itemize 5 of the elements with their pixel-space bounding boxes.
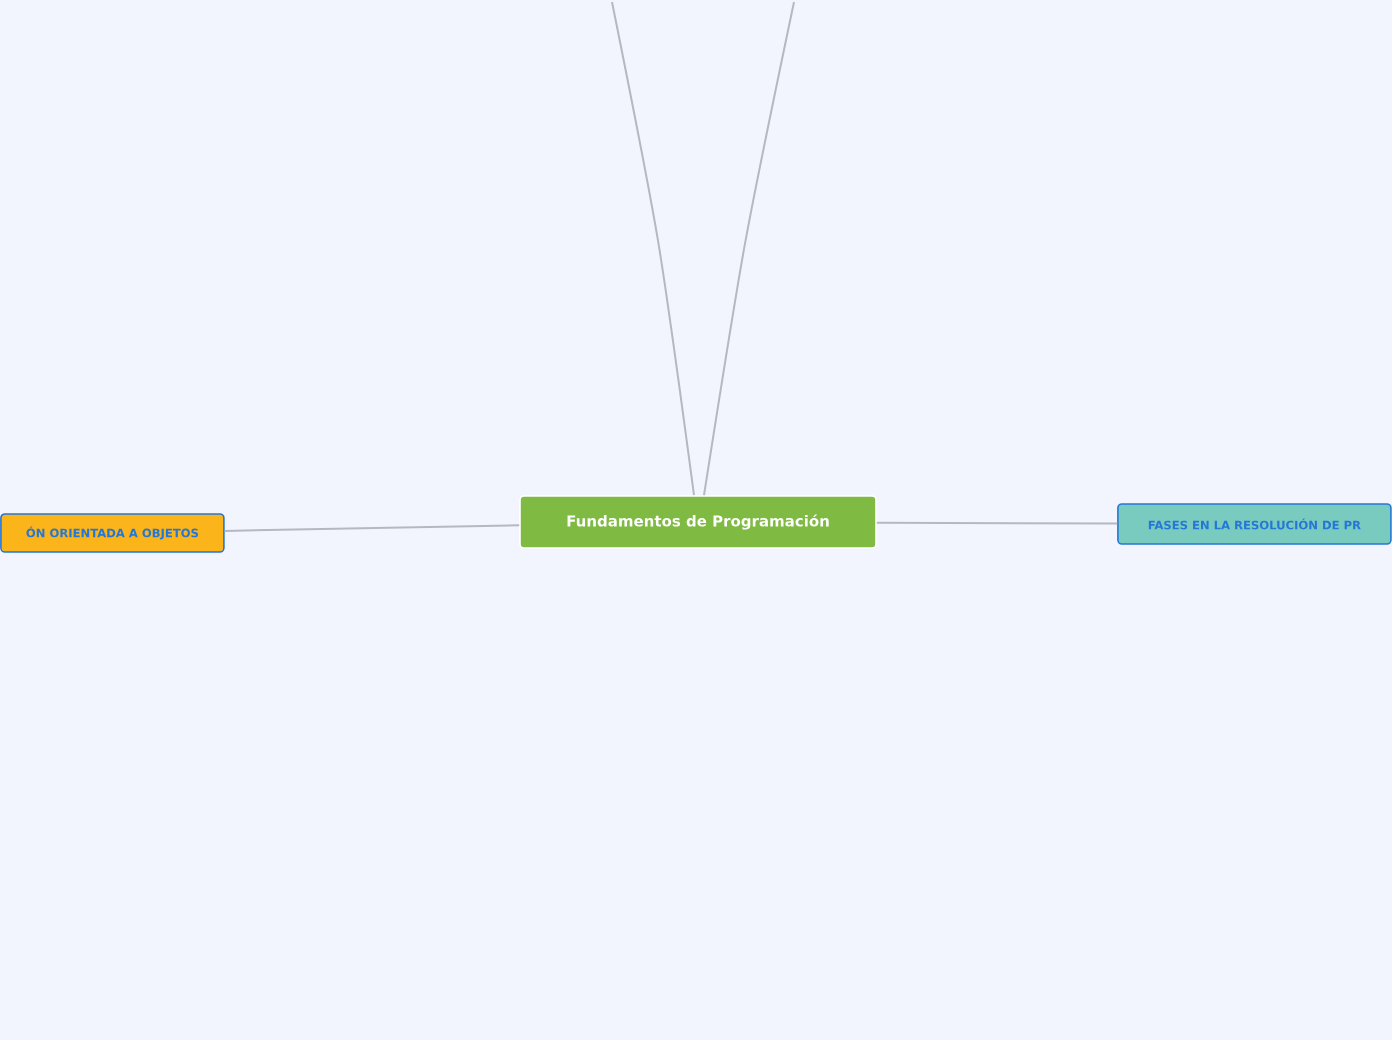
connector-line — [875, 521, 1119, 525]
connector-line — [223, 524, 521, 532]
topic-box — [0, 513, 225, 553]
topic-box — [1117, 503, 1392, 545]
topic-box — [519, 495, 877, 549]
